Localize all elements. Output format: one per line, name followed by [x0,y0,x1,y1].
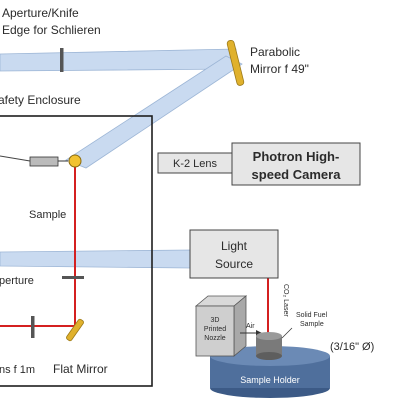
aperture-knife-label-line1: Aperture/Knife [2,6,79,20]
parabolic-mirror [226,39,245,86]
beam-diagonal [65,55,243,169]
solid-fuel-sample-label-line1: Solid Fuel [296,312,328,319]
camera-box [231,142,361,186]
flat-mirror-label: Flat Mirror [53,362,108,376]
solid-fuel-sample-cylinder [256,332,282,360]
sample-diameter-label: (3/16" Ø) [330,341,374,353]
solid-fuel-sample-label-line2: Sample [300,321,324,328]
lens-label: ns f 1m [0,364,35,376]
flat-mirror [66,318,84,342]
safety-enclosure-box [0,115,153,387]
aperture-label: perture [0,275,34,287]
laser-line-vertical [62,160,76,327]
co2-laser-label: CO₂ Laser [282,284,289,317]
printed-nozzle-label-line3: Nozzle [204,335,226,342]
sample-holder-label: Sample Holder [240,375,300,385]
camera-label-line2: speed Camera [252,167,342,182]
sample-point [68,154,82,168]
printed-nozzle-block [194,295,248,357]
parabolic-mirror-label-line2: Mirror f 49" [250,62,309,76]
beam-lower-horizontal [0,249,191,269]
knife-edge-aperture [60,48,64,72]
printed-nozzle-label-line2: Printed [204,326,226,333]
beam-top-horizontal [0,48,237,72]
light-source-label-line1: Light [221,239,248,253]
light-source-box [189,229,279,279]
schlieren-beam-paths [0,48,243,269]
lens-element [31,316,35,338]
safety-enclosure-label: afety Enclosure [0,93,81,107]
sample-label: Sample [29,209,66,221]
sample-injector [0,155,68,167]
parabolic-mirror-label-line1: Parabolic [250,45,300,59]
light-source-label-line2: Source [215,257,253,271]
solid-fuel-pointer [281,327,293,339]
air-label: Air [246,323,255,330]
printed-nozzle-label-line1: 3D [211,317,220,324]
camera-label-line1: Photron High- [253,149,340,164]
aperture-plate [62,276,84,279]
aperture-knife-label-line2: Edge for Schlieren [2,23,101,37]
k2-lens-label: K-2 Lens [173,158,218,170]
